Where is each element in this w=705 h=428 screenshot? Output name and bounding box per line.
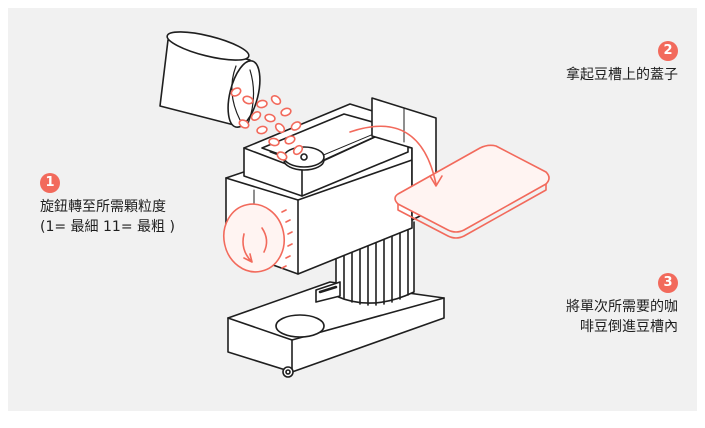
step-3: 3 將單次所需要的咖 啡豆倒進豆槽內 (566, 272, 678, 337)
coffee-beans-icon (230, 87, 304, 161)
step-1-line-2: (1= 最細 11= 最粗 ) (40, 219, 175, 235)
grind-dial-icon (223, 203, 293, 273)
step-1: 1 旋鈕轉至所需顆粒度 (1= 最細 11= 最粗 ) (40, 172, 175, 237)
step-3-line-2: 啡豆倒進豆槽內 (580, 319, 678, 335)
step-3-badge: 3 (658, 273, 678, 293)
step-1-line-1: 旋鈕轉至所需顆粒度 (40, 199, 166, 215)
grinder-base-plate (227, 281, 445, 378)
step-1-badge: 1 (40, 173, 60, 193)
lid-arrow-icon (349, 125, 443, 187)
step-3-line-1: 將單次所需要的咖 (566, 299, 678, 315)
step-2-line-1: 拿起豆槽上的蓋子 (566, 67, 678, 83)
grinder-spout (315, 281, 341, 303)
bean-cup (159, 31, 261, 128)
step-2: 2 拿起豆槽上的蓋子 (566, 40, 678, 85)
step-2-badge: 2 (658, 41, 678, 61)
hopper-lid (394, 144, 550, 239)
